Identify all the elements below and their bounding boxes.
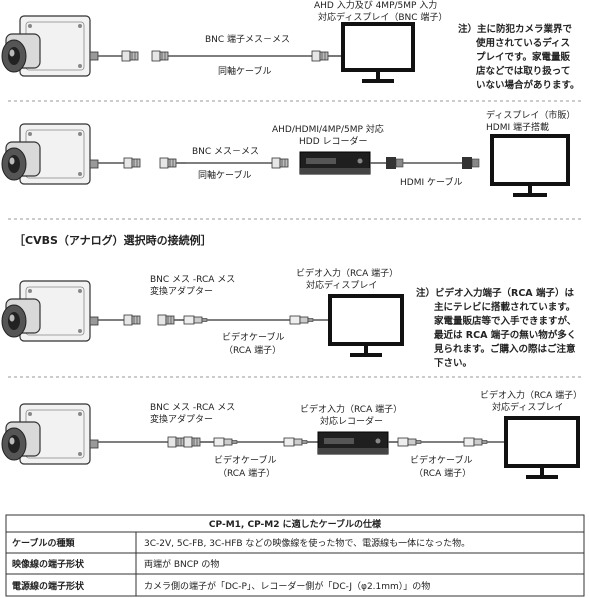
section-1: BNC 端子メス－メス 同軸ケーブル AHD 入力及び 4MP/5MP 入力 対… [1,0,580,91]
rca-plug-icon [183,315,208,325]
bnc-label: BNC メス－メス [192,147,259,157]
table-row-value: カメラ側の端子が「DC-P」、レコーダー側が「DC-J（φ2.1mm）」の物 [144,580,430,592]
monitor-icon [341,22,415,83]
cvbs-heading: ［CVBS（アナログ）選択時の接続例］ [14,233,212,247]
rca-plug-icon [397,437,422,447]
camera-icon [1,403,99,465]
bnc-plug-icon [159,157,177,169]
display-label: ビデオ入力（RCA 端子） [480,389,582,401]
monitor-icon [504,416,580,479]
note-line: 使用されているディス [475,37,570,49]
bnc-plug-icon [151,50,169,62]
table-row-header: 電源線の端子形状 [12,580,85,592]
bnc-rca-adapter-icon [183,436,201,448]
note-line: いない場合があります。 [476,79,580,91]
note-line: 最近は RCA 端子の無い物が多く [434,329,576,341]
rca-plug-icon [289,315,314,325]
adapter-label: 変換アダプター [150,413,213,425]
bnc-plug-icon [123,314,141,326]
video-cable-label: ビデオケーブル [410,454,472,466]
rca-plug-icon [463,437,488,447]
table-row-value: 両端が BNCP の物 [144,558,219,570]
display-label: ディスプレイ（市販） [486,109,575,121]
camera-icon [1,123,99,185]
note-line: 下さい。 [434,358,472,369]
bnc-plug-icon [271,157,289,169]
section-4: BNC メス -RCA メス 変換アダプター ビデオケーブル （RCA 端子） … [1,389,582,479]
recorder-label: 対応レコーダー [320,415,383,427]
table-row-value: 3C-2V, 5C-FB, 3C-HFB などの映像線を使った物で、電源線も一体… [144,537,470,549]
recorder-label: AHD/HDMI/4MP/5MP 対応 [272,123,384,135]
table-title: CP-M1, CP-M2 に適したケーブルの仕様 [209,518,382,530]
recorder-label: ビデオ入力（RCA 端子） [300,403,402,415]
note-line: 見られます。ご購入の際はご注意 [433,343,576,355]
display-label: AHD 入力及び 4MP/5MP 入力 [314,0,437,11]
monitor-icon [328,294,404,357]
recorder-icon [317,431,389,455]
rca-plug-icon [283,437,308,447]
hdmi-plug-icon [385,156,404,170]
table-row-header: 映像線の端子形状 [12,558,85,570]
bnc-plug-icon [167,436,185,448]
note-line: プレイです。家電量販 [476,51,571,63]
note-box: 注）主に防犯カメラ業界で 使用されているディス プレイです。家電量販 店などでは… [458,23,580,91]
section-3: BNC メス -RCA メス 変換アダプター ビデオケーブル （RCA 端子） … [1,267,576,369]
hdmi-cable-label: HDMI ケーブル [400,176,462,188]
camera-icon [1,280,99,342]
note-line: 注）主に防犯カメラ業界で [458,23,573,35]
bnc-rca-adapter-icon [157,314,175,326]
display-label: HDMI 端子搭載 [486,121,549,133]
monitor-icon [490,134,570,197]
bnc-plug-icon [121,50,139,62]
video-cable-sublabel: （RCA 端子） [414,467,471,479]
note-line: 家電量販店等で入手できますが、 [434,315,576,327]
video-cable-sublabel: （RCA 端子） [218,467,275,479]
cable-label: BNC 端子メス－メス [205,33,290,45]
rca-plug-icon [213,437,238,447]
table-row-header: ケーブルの種類 [12,537,75,549]
display-label: 対応ディスプレイ [306,279,377,291]
camera-icon [1,15,99,77]
cable-spec-table: CP-M1, CP-M2 に適したケーブルの仕様 ケーブルの種類 3C-2V, … [5,514,585,597]
bnc-plug-icon [123,157,141,169]
recorder-label: HDD レコーダー [299,135,368,147]
display-label: 対応ディスプレイ（BNC 端子） [318,11,447,23]
recorder-icon [299,151,371,175]
adapter-label: 変換アダプター [150,285,213,297]
display-label: 対応ディスプレイ [492,401,563,413]
video-cable-sublabel: （RCA 端子） [224,344,281,356]
hdmi-plug-icon [461,156,480,170]
note-line: 注）ビデオ入力端子（RCA 端子）は [416,287,574,299]
display-label: ビデオ入力（RCA 端子） [296,267,398,279]
video-cable-label: ビデオケーブル [214,454,276,466]
cable-sublabel: 同軸ケーブル [198,169,251,181]
adapter-label: BNC メス -RCA メス [150,275,235,285]
adapter-label: BNC メス -RCA メス [150,403,235,413]
bnc-plug-icon [311,50,329,62]
note-line: 主にテレビに搭載されています。 [434,301,575,313]
note-box: 注）ビデオ入力端子（RCA 端子）は 主にテレビに搭載されています。 家電量販店… [416,287,576,369]
cable-sublabel: 同軸ケーブル [218,65,271,77]
section-2: BNC メス－メス 同軸ケーブル AHD/HDMI/4MP/5MP 対応 HDD… [1,109,575,197]
video-cable-label: ビデオケーブル [222,331,284,343]
note-line: 店などでは取り扱って [476,65,570,77]
